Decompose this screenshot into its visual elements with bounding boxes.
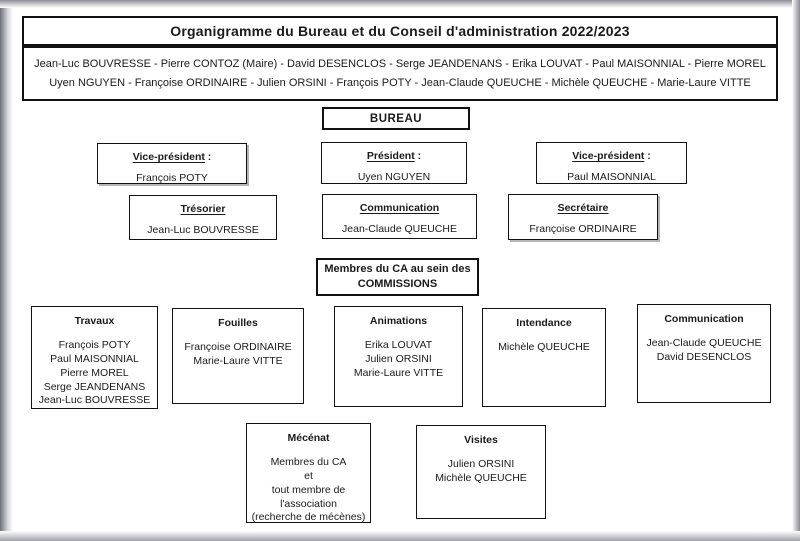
page-edge-top — [0, 0, 800, 8]
member-name: Marie-Laure VITTE — [353, 366, 444, 379]
commission-title: Intendance — [516, 317, 572, 329]
role-title-text: Trésorier — [180, 203, 226, 215]
commission-title: Communication — [664, 313, 744, 325]
role-box-communication: Communication Jean-Claude QUEUCHE — [322, 194, 477, 239]
council-members-line1: Jean-Luc BOUVRESSE - Pierre CONTOZ (Mair… — [34, 58, 766, 71]
commission-box-intendance: Intendance Michèle QUEUCHE — [482, 308, 606, 407]
commission-title: Travaux — [74, 315, 115, 327]
commission-members: Michèle QUEUCHE — [483, 341, 605, 355]
member-name: tout membre de — [271, 483, 346, 496]
role-box-vice-president-1: Vice-président : François POTY — [97, 143, 247, 184]
member-name: et — [304, 469, 313, 482]
member-name: Julien ORSINI — [447, 458, 515, 470]
role-holder-name: Françoise ORDINAIRE — [529, 223, 637, 235]
role-title-suffix: : — [204, 151, 212, 163]
member-name: Serge JEANDENANS — [43, 380, 146, 393]
commissions-header-box: Membres du CA au sein des COMMISSIONS — [316, 258, 479, 296]
council-members-line2: Uyen NGUYEN - Françoise ORDINAIRE - Juli… — [49, 76, 751, 89]
page-edge-left — [0, 0, 13, 541]
role-holder-name: François POTY — [136, 172, 208, 184]
member-name: Marie-Laure VITTE — [193, 354, 283, 367]
role-title: Secrétaire — [509, 202, 657, 214]
page-title-text: Organigramme du Bureau et du Conseil d'a… — [170, 23, 630, 39]
role-title: Communication — [323, 202, 476, 214]
member-name: (recherche de mécènes) — [251, 511, 366, 524]
member-name: l'association — [280, 497, 337, 510]
member-name: Erika LOUVAT — [364, 339, 433, 351]
page-edge-bottom — [0, 531, 800, 541]
commission-title: Animations — [369, 315, 428, 327]
role-title-text: Vice-président — [132, 151, 205, 163]
page-title: Organigramme du Bureau et du Conseil d'a… — [22, 16, 778, 46]
role-box-president: Président : Uyen NGUYEN — [321, 142, 467, 184]
role-title-text: Président — [366, 150, 415, 162]
role-title-suffix: : — [414, 150, 422, 162]
role-title: Trésorier — [130, 203, 276, 215]
member-name: Jean-Luc BOUVRESSE — [38, 394, 151, 407]
role-title: Vice-président : — [98, 151, 246, 163]
role-holder-name: Jean-Claude QUEUCHE — [342, 223, 457, 235]
role-holder-name: Uyen NGUYEN — [357, 171, 431, 183]
member-name: Françoise ORDINAIRE — [184, 341, 292, 353]
council-members-box: Jean-Luc BOUVRESSE - Pierre CONTOZ (Mair… — [22, 46, 778, 101]
member-name: Jean-Claude QUEUCHE — [646, 337, 762, 349]
member-name: François POTY — [58, 339, 131, 351]
member-name: David DESENCLOS — [656, 350, 752, 363]
member-name: Michèle QUEUCHE — [435, 471, 527, 484]
member-name: Julien ORSINI — [365, 352, 432, 365]
commissions-header-line1: Membres du CA au sein des — [324, 263, 471, 276]
role-title: Vice-président : — [537, 150, 686, 162]
member-name: Membres du CA — [270, 456, 347, 468]
commission-title: Fouilles — [218, 317, 258, 329]
role-title-text: Secrétaire — [557, 202, 609, 214]
role-holder-name: Jean-Luc BOUVRESSE — [147, 224, 259, 236]
role-title-suffix: : — [644, 150, 651, 162]
page-edge-right — [792, 0, 800, 541]
role-box-vice-president-2: Vice-président : Paul MAISONNIAL — [536, 142, 687, 184]
role-box-tresorier: Trésorier Jean-Luc BOUVRESSE — [129, 195, 277, 240]
role-title-text: Vice-président — [572, 150, 645, 162]
commission-title: Mécénat — [287, 432, 330, 444]
role-title-text: Communication — [359, 202, 440, 214]
role-holder-name: Paul MAISONNIAL — [567, 171, 656, 183]
commissions-header-line2: COMMISSIONS — [357, 278, 438, 290]
member-name: Michèle QUEUCHE — [498, 341, 590, 353]
role-title: Président : — [322, 150, 466, 162]
role-box-secretaire: Secrétaire Françoise ORDINAIRE — [508, 194, 658, 240]
commission-title: Visites — [464, 434, 498, 446]
member-name: Pierre MOREL — [60, 366, 129, 379]
bureau-label: BUREAU — [369, 112, 423, 125]
member-name: Paul MAISONNIAL — [50, 352, 139, 365]
bureau-header-box: BUREAU — [322, 107, 470, 130]
